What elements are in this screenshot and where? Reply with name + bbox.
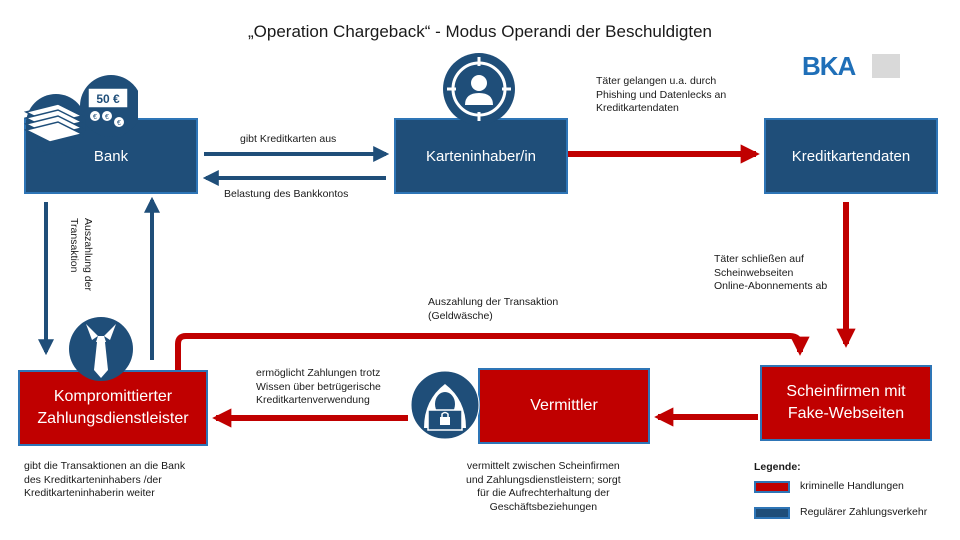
- legend-label-criminal: kriminelle Handlungen: [800, 480, 904, 492]
- svg-text:€: €: [117, 120, 121, 127]
- label-vermittelt: vermittelt zwischen Scheinfirmen und Zah…: [466, 460, 621, 513]
- money-stack-icon: 50 € € € €: [23, 75, 138, 154]
- box-scheinfirmen-label: Scheinfirmen mit Fake-Webseiten: [786, 383, 906, 422]
- legend-swatch-regular: [754, 507, 790, 519]
- diagram-title: „Operation Chargeback“ - Modus Operandi …: [248, 22, 712, 41]
- legend-label-regular: Regulärer Zahlungsverkehr: [800, 506, 928, 518]
- label-belastung: Belastung des Bankkontos: [224, 188, 349, 200]
- box-kreditkartendaten-label: Kreditkartendaten: [791, 147, 911, 165]
- label-auszahlung-geldwaesche: Auszahlung der Transaktion (Geldwäsche): [428, 296, 559, 322]
- label-gibt-transaktionen: gibt die Transaktionen an die Bank des K…: [24, 460, 186, 499]
- legend-swatch-criminal: [754, 481, 790, 493]
- label-gibt-kreditkarten: gibt Kreditkarten aus: [240, 133, 337, 145]
- svg-text:50 €: 50 €: [96, 92, 120, 106]
- hooded-hacker-laptop-icon: [410, 370, 480, 440]
- legend-title: Legende:: [754, 461, 801, 473]
- label-taeter-schliessen: Täter schließen auf Scheinwebseiten Onli…: [714, 253, 828, 292]
- label-ermoeglicht: ermöglicht Zahlungen trotz Wissen über b…: [256, 367, 381, 406]
- svg-text:€: €: [105, 114, 109, 121]
- box-vermittler: Vermittler: [478, 368, 650, 444]
- box-karteninhaber: Karteninhaber/in: [394, 118, 568, 194]
- box-zahlungsdienstleister: Kompromittierter Zahlungsdienstleister: [18, 370, 208, 446]
- box-zahlungsdienstleister-label: Kompromittierter Zahlungsdienstleister: [37, 388, 189, 427]
- label-taeter-phishing: Täter gelangen u.a. durch Phishing und D…: [596, 75, 727, 114]
- box-bank-label: Bank: [93, 147, 129, 165]
- bka-logo-bar: [872, 54, 900, 78]
- businessman-tie-icon: [69, 317, 133, 381]
- person-target-icon: [443, 53, 515, 125]
- label-auszahlung-vertical: Auszahlung der Transaktion: [68, 218, 95, 291]
- box-vermittler-label: Vermittler: [530, 397, 598, 414]
- svg-text:€: €: [93, 114, 97, 121]
- box-scheinfirmen: Scheinfirmen mit Fake-Webseiten: [760, 365, 932, 441]
- bka-logo: BKA: [802, 52, 900, 80]
- arrow-geldwaesche: [175, 333, 810, 370]
- bka-logo-text: BKA: [802, 51, 856, 81]
- box-karteninhaber-label: Karteninhaber/in: [425, 147, 537, 165]
- box-kreditkartendaten: Kreditkartendaten: [764, 118, 938, 194]
